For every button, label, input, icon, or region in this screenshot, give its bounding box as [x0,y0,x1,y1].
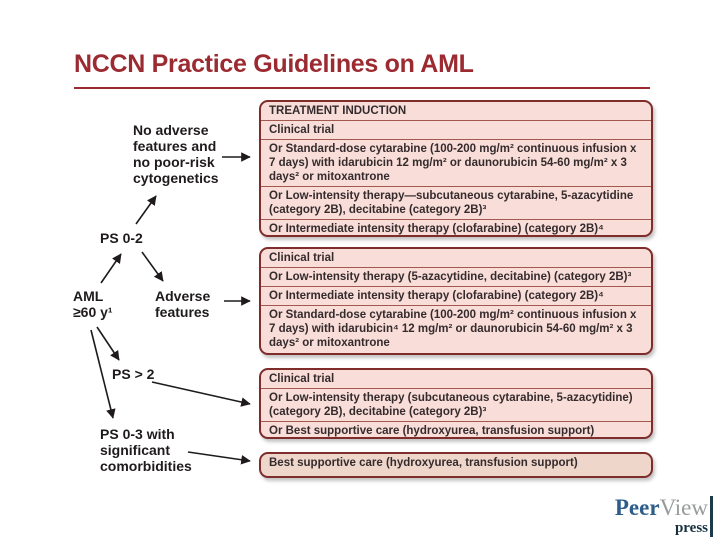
flow-node-ps-0-3-comorbidities: PS 0-3 with significant comorbidities [100,426,192,474]
flow-node-ps-gt-2: PS > 2 [112,366,155,382]
flow-node-ps-0-2: PS 0-2 [100,230,143,246]
treatment-option: Or Low-intensity therapy—subcutaneous cy… [261,186,651,219]
arrow-ps03-to-box4 [187,451,251,465]
arrow-ps02-to-adverse [141,251,164,282]
treatment-box-best-supportive-care: Best supportive care (hydroxyurea, trans… [259,452,653,478]
treatment-option: Best supportive care (hydroxyurea, trans… [269,457,578,469]
treatment-option: Or Standard-dose cytarabine (100-200 mg/… [261,139,651,186]
title-underline [74,87,650,89]
page-title: NCCN Practice Guidelines on AML [74,50,474,78]
treatment-box-ps-gt-2: Clinical trial Or Low-intensity therapy … [259,368,653,439]
treatment-box-favorable: TREATMENT INDUCTION Clinical trial Or St… [259,100,653,237]
peerview-logo: PeerView press [560,495,708,537]
flow-node-no-adverse-features: No adverse features and no poor-risk cyt… [133,122,219,186]
logo-press-text: press [674,520,708,536]
logo-peer-text: Peer [614,495,660,520]
treatment-option: Or Low-intensity therapy (subcutaneous c… [261,388,651,421]
treatment-option: Or Standard-dose cytarabine (100-200 mg/… [261,305,651,352]
treatment-option: Clinical trial [261,120,651,139]
treatment-box-adverse: Clinical trial Or Low-intensity therapy … [259,247,653,355]
logo-vertical-rule [710,496,713,537]
treatment-option: Or Best supportive care (hydroxyurea, tr… [261,421,651,437]
flow-node-aml-age-60: AML ≥60 y¹ [73,288,113,320]
treatment-option: Or Intermediate intensity therapy (clofa… [261,286,651,305]
treatment-option: Clinical trial [269,252,335,264]
treatment-option: Clinical trial [269,373,335,385]
treatment-induction-header: TREATMENT INDUCTION [269,105,407,117]
treatment-option: Or Low-intensity therapy (5-azacytidine,… [261,267,651,286]
arrow-psgt2-to-box3 [151,381,251,407]
treatment-option: Or Intermediate intensity therapy (clofa… [261,219,651,235]
flow-node-adverse-features: Adverse features [155,288,211,320]
arrow-aml-to-psgt2 [96,326,120,361]
logo-view-text: View [659,495,708,520]
arrow-aml-to-ps03 [90,329,116,419]
arrow-ps02-to-noadverse [135,195,157,225]
logo-wordmark: PeerView [615,495,708,520]
arrow-aml-to-ps02 [100,253,122,284]
